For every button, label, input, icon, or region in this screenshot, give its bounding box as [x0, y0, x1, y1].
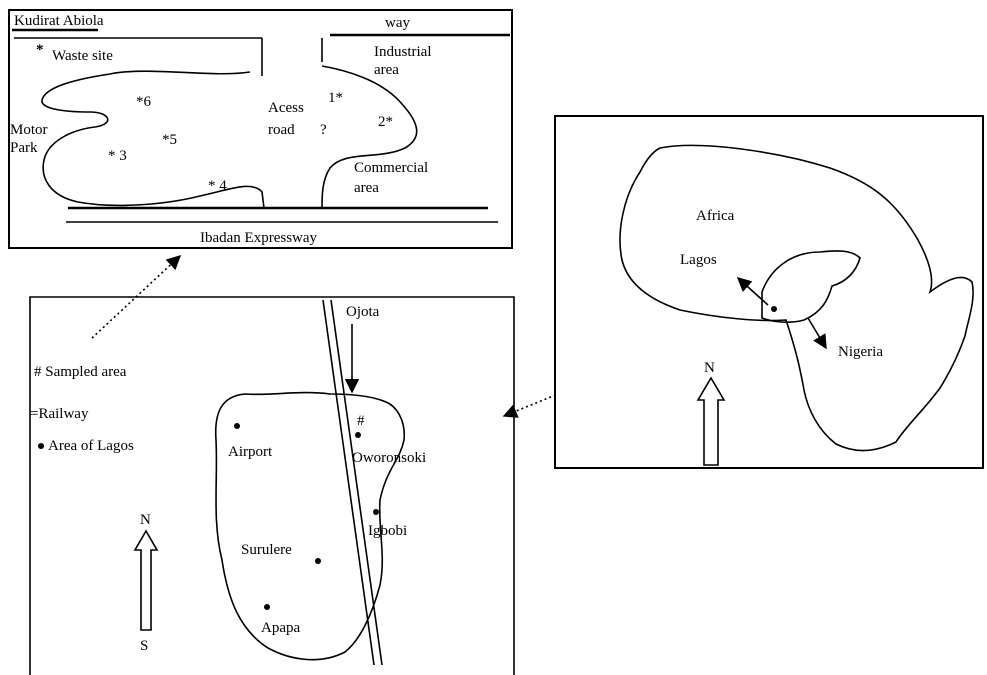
oworonsoki-dot	[355, 432, 361, 438]
lagos-label-arrow	[736, 277, 769, 306]
nigeria-label-arrow	[807, 317, 827, 350]
lagos-outline	[214, 391, 406, 661]
africa-outline	[619, 144, 974, 452]
compass-north-label: N	[140, 512, 151, 528]
africa-map-frame	[554, 115, 984, 469]
ojota-label: Ojota	[346, 304, 380, 320]
compass-arrow	[133, 529, 159, 631]
access-road-label-2: road	[268, 122, 295, 138]
legend-railway: =Railway	[30, 406, 89, 422]
motor-park-label-1: Motor	[10, 122, 48, 138]
igbobi-dot	[373, 509, 379, 515]
lagos-map-frame	[29, 296, 515, 675]
surulere-dot	[315, 558, 321, 564]
site-right-outline	[321, 65, 418, 209]
sample-point-4: * 4	[208, 178, 227, 194]
place-airport: Airport	[228, 444, 273, 460]
sampled-area-hash: #	[357, 413, 365, 429]
waste-site-marker: *	[36, 42, 44, 58]
place-oworonsoki: Oworonsoki	[352, 450, 426, 466]
place-surulere: Surulere	[241, 542, 292, 558]
motor-park-label-2: Park	[10, 140, 38, 156]
apapa-dot	[264, 604, 270, 610]
access-road-label-1: Acess	[268, 100, 304, 116]
lagos-map-panel: # Sampled area =Railway Area of Lagos N …	[29, 296, 515, 675]
legend-sampled-area: # Sampled area	[34, 364, 127, 380]
sample-point-2: 2*	[378, 114, 393, 130]
legend-area-of-lagos: Area of Lagos	[48, 438, 134, 454]
waste-site-label: Waste site	[52, 48, 113, 64]
industrial-label-1: Industrial	[374, 44, 432, 60]
railway-line-1	[322, 299, 375, 666]
commercial-label-1: Commercial	[354, 160, 428, 176]
kudirat-abiola-label: Kudirat Abiola	[14, 13, 104, 29]
africa-compass-arrow	[696, 376, 726, 466]
sample-point-1: 1*	[328, 90, 343, 106]
lagos-label: Lagos	[680, 252, 717, 268]
compass-south-label: S	[140, 638, 148, 654]
access-road-question: ?	[320, 122, 327, 138]
place-apapa: Apapa	[261, 620, 300, 636]
africa-map-panel: Africa Lagos Nigeria N	[554, 115, 984, 469]
lagos-dot	[771, 306, 777, 312]
way-label: way	[385, 15, 410, 31]
sample-point-3: * 3	[108, 148, 127, 164]
airport-dot	[234, 423, 240, 429]
legend-area-dot	[38, 443, 44, 449]
industrial-label-2: area	[374, 62, 399, 78]
railway-line-2	[330, 299, 383, 666]
commercial-label-2: area	[354, 180, 379, 196]
africa-compass-north: N	[704, 360, 715, 376]
africa-label: Africa	[696, 208, 735, 224]
site-left-outline	[41, 70, 265, 209]
sample-point-5: *5	[162, 132, 177, 148]
sample-point-6: *6	[136, 94, 152, 110]
place-igbobi: Igbobi	[368, 523, 407, 539]
nigeria-label: Nigeria	[838, 344, 883, 360]
expressway-label: Ibadan Expressway	[200, 230, 318, 246]
nigeria-outline	[761, 250, 861, 323]
site-map-panel: Kudirat Abiola way * Waste site Industri…	[8, 9, 513, 249]
